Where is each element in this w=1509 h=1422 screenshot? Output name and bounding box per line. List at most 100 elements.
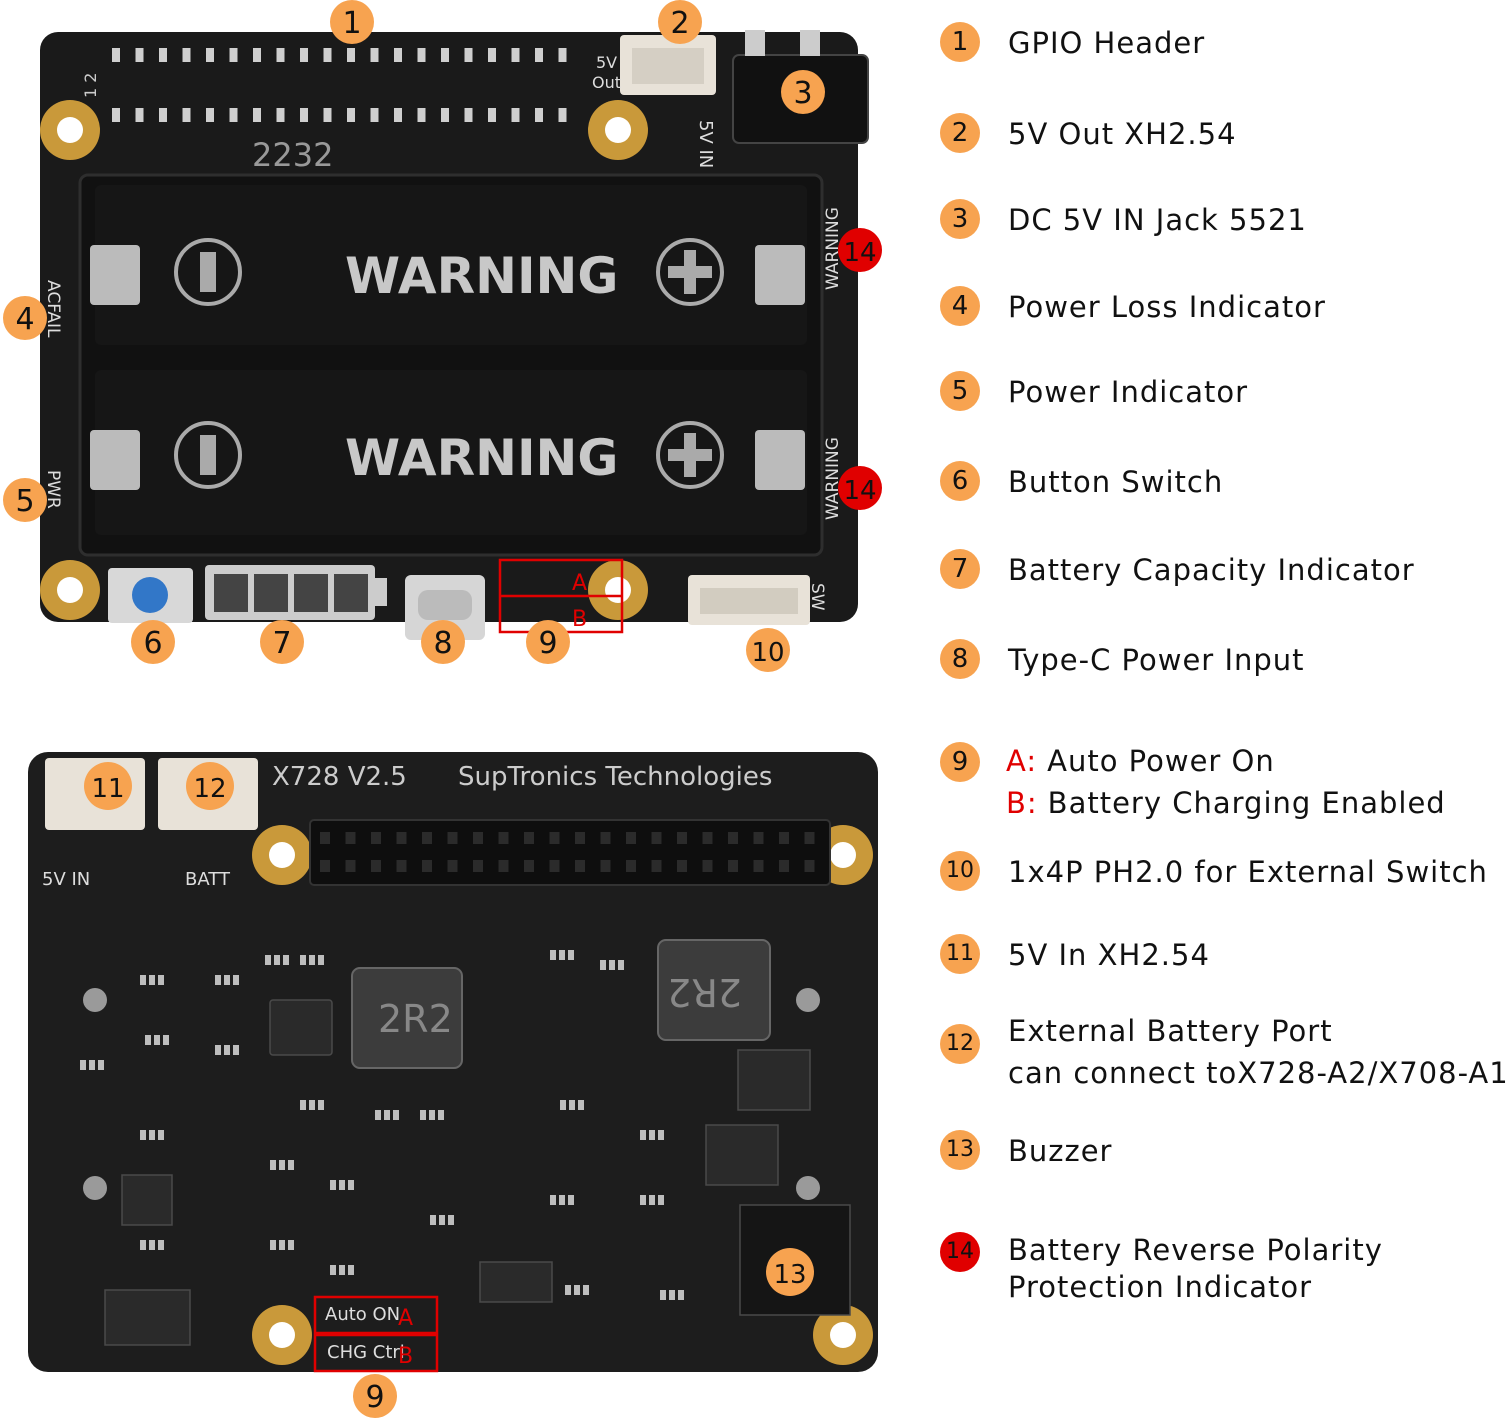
legend-label-6: Button Switch bbox=[1008, 465, 1224, 499]
gpio-pin bbox=[441, 108, 449, 122]
smd-pad bbox=[559, 1195, 565, 1205]
smd-pad bbox=[149, 1240, 155, 1250]
svg-text:8: 8 bbox=[433, 626, 452, 661]
gpio-hole bbox=[524, 832, 534, 844]
legend-item-14: 14 Battery Reverse Polarity Protection I… bbox=[940, 1232, 1383, 1306]
gpio-hole bbox=[804, 832, 815, 844]
legend-label-3: DC 5V IN Jack 5521 bbox=[1008, 203, 1307, 237]
legend-label-14-detail: Protection Indicator bbox=[1008, 1270, 1313, 1304]
smd-pad bbox=[149, 975, 155, 985]
gpio-hole bbox=[702, 860, 713, 872]
smd-pad bbox=[339, 1180, 345, 1190]
legend-item-3: 3 DC 5V IN Jack 5521 bbox=[940, 199, 1307, 241]
smd-pad bbox=[439, 1215, 445, 1225]
svg-text:2: 2 bbox=[670, 6, 689, 41]
smd-pad bbox=[140, 1130, 146, 1140]
smd-pad bbox=[309, 955, 315, 965]
smd-pad bbox=[279, 1240, 285, 1250]
gpio-hole bbox=[473, 860, 483, 872]
gpio-hole bbox=[396, 832, 407, 844]
smd-pad bbox=[550, 1195, 556, 1205]
smd-pad bbox=[270, 1240, 276, 1250]
legend-label-7: Battery Capacity Indicator bbox=[1008, 553, 1415, 587]
gpio-hole bbox=[804, 860, 815, 872]
svg-text:5: 5 bbox=[15, 484, 34, 519]
gpio-hole bbox=[728, 860, 738, 872]
gpio-hole bbox=[371, 832, 381, 844]
gpio-hole bbox=[600, 860, 611, 872]
gpio-pin bbox=[347, 108, 355, 122]
legend-item-12: 12 External Battery Port can connect toX… bbox=[940, 1010, 1509, 1094]
smd-pad bbox=[274, 955, 280, 965]
gpio-hole bbox=[677, 832, 687, 844]
gpio-hole bbox=[575, 832, 585, 844]
gpio-pin bbox=[229, 108, 238, 122]
gpio-pin bbox=[300, 108, 308, 122]
smd-pad bbox=[420, 1110, 426, 1120]
svg-text:13: 13 bbox=[773, 1260, 806, 1290]
option-a-letter: A: bbox=[1006, 744, 1038, 778]
smd-pad bbox=[224, 1045, 230, 1055]
gpio-pin bbox=[206, 108, 214, 122]
gpio-pin bbox=[417, 108, 426, 122]
svg-text:A: A bbox=[398, 1306, 413, 1331]
smd-pad bbox=[215, 1045, 221, 1055]
gpio-hole bbox=[320, 832, 330, 844]
marker-8: 8 bbox=[940, 639, 980, 679]
smd-pad bbox=[233, 975, 239, 985]
smd-pad bbox=[640, 1130, 646, 1140]
gpio-pin bbox=[206, 48, 214, 62]
gpio-hole bbox=[524, 860, 534, 872]
svg-text:14: 14 bbox=[843, 476, 876, 506]
gpio-hole bbox=[677, 860, 687, 872]
smd-pad bbox=[618, 960, 624, 970]
marker-13: 13 bbox=[940, 1130, 980, 1170]
legend-label-4: Power Loss Indicator bbox=[1008, 290, 1326, 324]
marker-1: 1 bbox=[940, 22, 980, 62]
svg-text:BATT: BATT bbox=[185, 869, 231, 890]
smd-pad bbox=[448, 1215, 454, 1225]
board-model: X728 V2.5 bbox=[272, 762, 407, 792]
marker-10: 10 bbox=[940, 851, 980, 891]
gpio-pin bbox=[464, 108, 473, 122]
legend-item-7: 7 Battery Capacity Indicator bbox=[940, 549, 1415, 591]
smd-pad bbox=[89, 1060, 95, 1070]
gpio-pin bbox=[511, 108, 520, 122]
svg-text:4: 4 bbox=[15, 302, 34, 337]
smd-pad bbox=[318, 1100, 324, 1110]
warning-label-2: WARNING bbox=[345, 429, 618, 487]
gpio-hole bbox=[753, 832, 764, 844]
smd-pad bbox=[270, 1160, 276, 1170]
gpio-pin bbox=[253, 48, 261, 62]
svg-text:12: 12 bbox=[193, 774, 226, 804]
smd-pad bbox=[300, 1100, 306, 1110]
smd-pad bbox=[569, 1100, 575, 1110]
gpio-hole bbox=[447, 860, 458, 872]
svg-text:B: B bbox=[398, 1344, 413, 1369]
smd-pad bbox=[154, 1035, 160, 1045]
legend-label-8: Type-C Power Input bbox=[1008, 643, 1305, 677]
legend-item-5: 5 Power Indicator bbox=[940, 371, 1248, 413]
marker-9: 9 bbox=[940, 742, 980, 782]
gpio-pin bbox=[558, 48, 567, 62]
gpio-hole bbox=[396, 860, 407, 872]
smd-pad bbox=[98, 1060, 104, 1070]
smd-pad bbox=[658, 1195, 664, 1205]
gpio-pin bbox=[135, 108, 144, 122]
gpio-pin bbox=[558, 108, 567, 122]
svg-text:9: 9 bbox=[538, 626, 557, 661]
gpio-pin bbox=[511, 48, 520, 62]
gpio-pin bbox=[182, 108, 191, 122]
svg-text:2R2: 2R2 bbox=[667, 970, 742, 1014]
gpio-pin bbox=[394, 108, 402, 122]
gpio-hole bbox=[498, 832, 509, 844]
gpio-hole bbox=[779, 832, 789, 844]
gpio-pin bbox=[535, 48, 543, 62]
top-board-illustration: 1 2 2232 5V Out 5V IN WARNING WARNING WA… bbox=[40, 30, 869, 640]
svg-text:2R2: 2R2 bbox=[378, 997, 453, 1041]
smd-pad bbox=[669, 1290, 675, 1300]
smd-pad bbox=[560, 1100, 566, 1110]
smd-pad bbox=[583, 1285, 589, 1295]
legend-label-14: Battery Reverse Polarity bbox=[1008, 1233, 1383, 1267]
gpio-pin bbox=[370, 108, 379, 122]
